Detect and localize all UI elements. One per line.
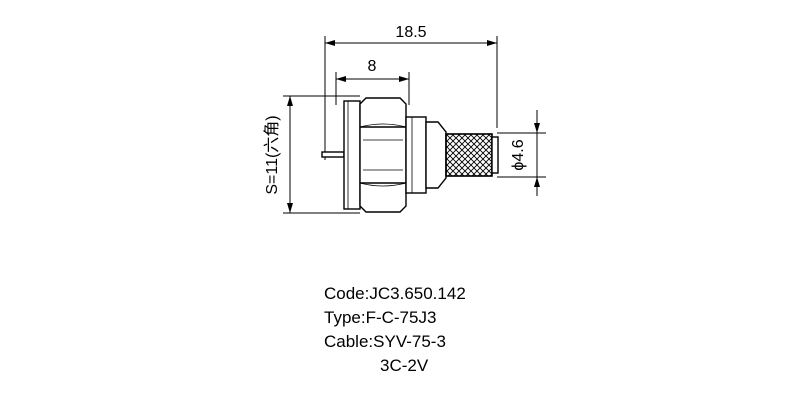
dimension-hex-size: S=11(六角) bbox=[263, 95, 360, 214]
dimension-hex-depth: 8 bbox=[335, 58, 410, 105]
overall-length-label: 18.5 bbox=[395, 24, 426, 41]
spec-type: Type:F-C-75J3 bbox=[324, 308, 437, 327]
spec-code: Code:JC3.650.142 bbox=[324, 284, 466, 303]
hex-size-label: S=11(六角) bbox=[263, 115, 281, 194]
hex-depth-label: 8 bbox=[368, 58, 377, 75]
spec-cable: Cable:SYV-75-3 bbox=[324, 332, 446, 351]
spec-cable-alt: 3C-2V bbox=[380, 356, 429, 375]
dimension-cable-diameter: ϕ4.6 bbox=[497, 110, 546, 196]
connector-body bbox=[321, 97, 499, 213]
cable-diameter-label: ϕ4.6 bbox=[510, 139, 527, 170]
dimension-overall-length: 18.5 bbox=[324, 24, 498, 160]
connector-drawing: 18.5 8 S=11(六角) ϕ4.6 bbox=[263, 24, 546, 214]
spec-block: Code:JC3.650.142 Type:F-C-75J3 Cable:SYV… bbox=[324, 282, 466, 378]
